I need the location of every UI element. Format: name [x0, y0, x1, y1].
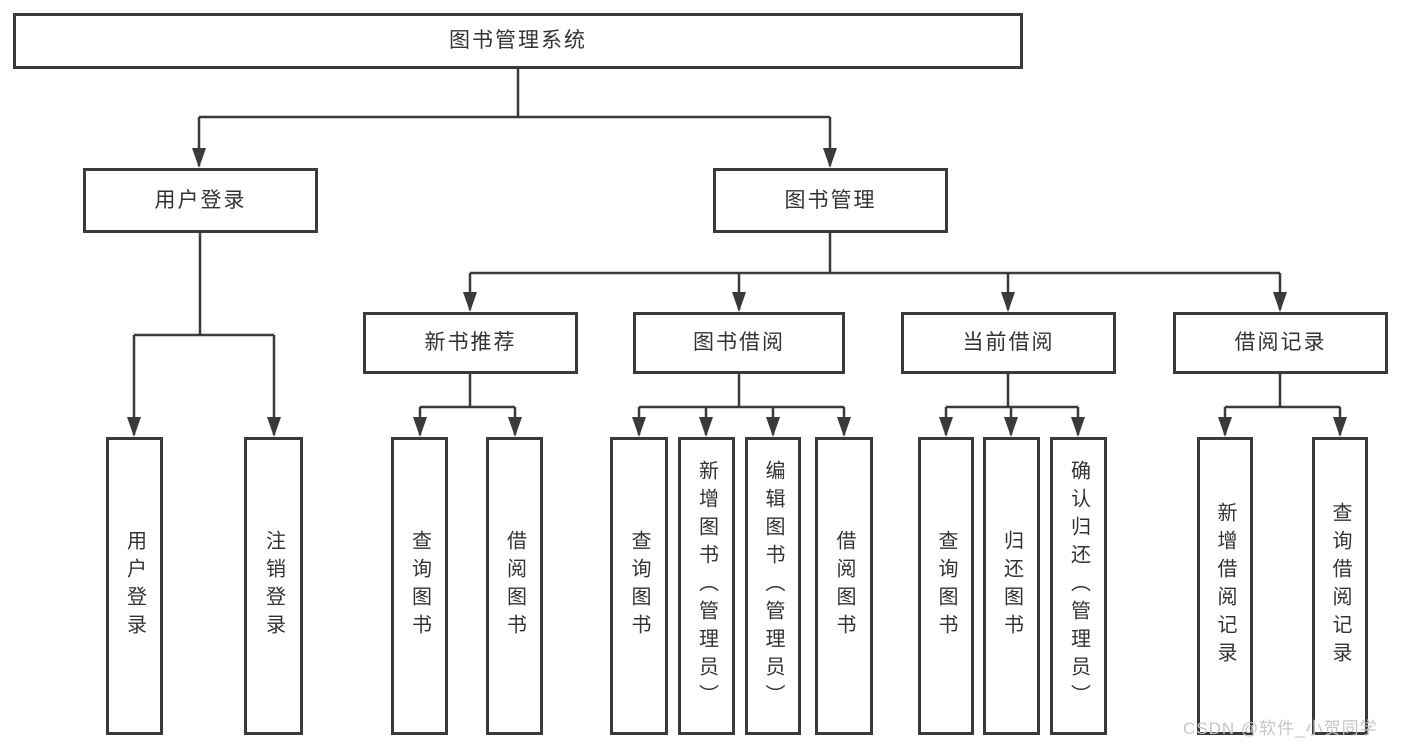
node-leaf-confirm-return-admin: 确认归还（管理员） [1050, 437, 1107, 735]
node-leaf-borrow-books-2: 借阅图书 [815, 437, 873, 735]
node-leaf-search-books-1: 查询图书 [391, 437, 448, 735]
node-leaf-user-login: 用户登录 [106, 437, 163, 735]
node-leaf-search-books-2: 查询图书 [610, 437, 668, 735]
node-leaf-return-books: 归还图书 [983, 437, 1040, 735]
node-user-login: 用户登录 [83, 168, 318, 233]
connector-group [127, 68, 1347, 437]
node-library-management-system: 图书管理系统 [13, 13, 1023, 69]
node-borrowing-records: 借阅记录 [1173, 312, 1388, 374]
node-book-management: 图书管理 [713, 168, 948, 233]
node-leaf-logout: 注销登录 [244, 437, 303, 735]
node-leaf-edit-books-admin: 编辑图书（管理员） [745, 437, 801, 735]
node-leaf-search-borrow-record: 查询借阅记录 [1312, 437, 1368, 735]
csdn-watermark: CSDN @软件_小贺同学 [1183, 719, 1378, 738]
node-leaf-add-borrow-record: 新增借阅记录 [1197, 437, 1253, 735]
node-leaf-add-books-admin: 新增图书（管理员） [678, 437, 735, 735]
node-leaf-borrow-books-1: 借阅图书 [486, 437, 543, 735]
node-new-book-recommendation: 新书推荐 [363, 312, 578, 374]
node-book-borrowing: 图书借阅 [633, 312, 845, 374]
node-current-borrowing: 当前借阅 [901, 312, 1116, 374]
node-leaf-search-books-3: 查询图书 [918, 437, 974, 735]
